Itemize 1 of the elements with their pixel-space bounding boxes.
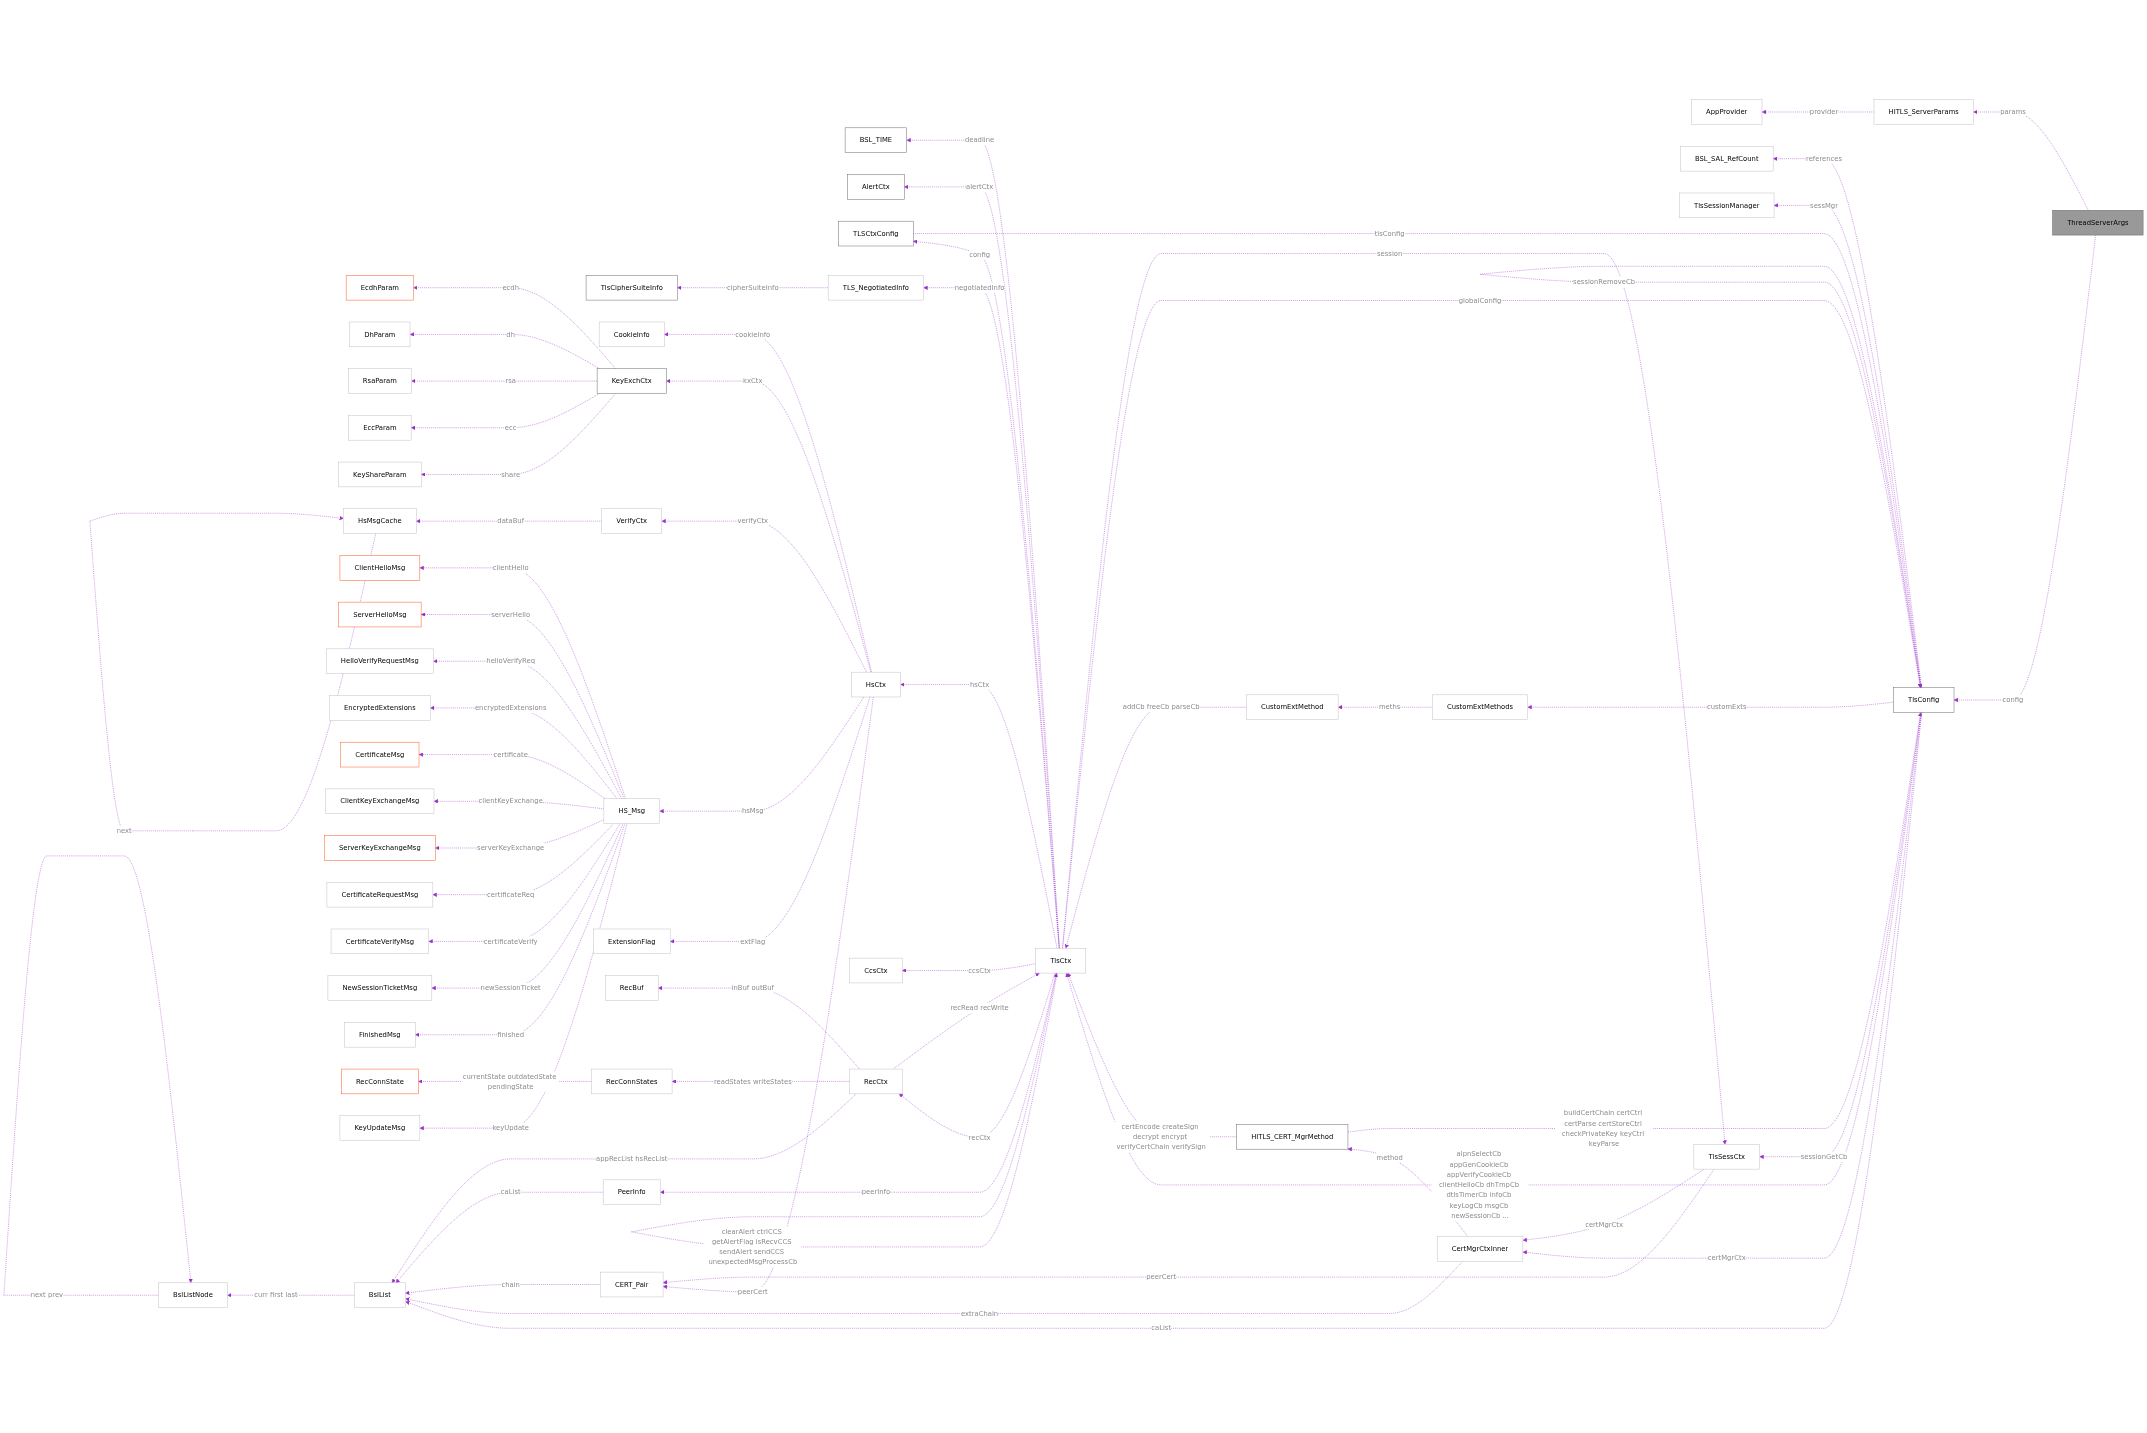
arrow bbox=[631, 972, 1058, 1248]
